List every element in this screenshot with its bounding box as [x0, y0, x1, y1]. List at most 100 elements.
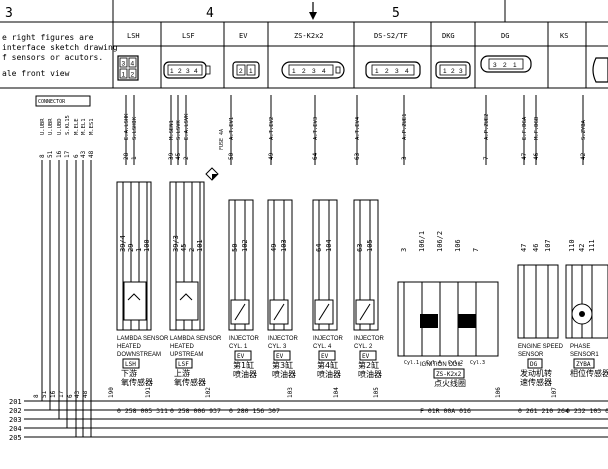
signal-pin-28: 28 [123, 152, 130, 160]
comp-title-line: CYL. 3 [268, 344, 287, 350]
pictogram-DS: 1 2 3 4 [365, 61, 421, 79]
signal-pin-1: 1 [131, 156, 138, 160]
component-frame [565, 264, 608, 339]
signal-m-sen1: M.SEN1 [169, 120, 175, 140]
ground-row-label-201: 201 [9, 398, 22, 406]
pin-DKG-1: 1 [443, 68, 447, 75]
bottom-pin-8: 8 [33, 394, 40, 398]
comp-title-line: INJECTOR [354, 336, 385, 342]
comp-pin-106/2: 106/2 [436, 231, 444, 252]
signal-pin-3: 3 [401, 156, 408, 160]
bottom-pin-48: 48 [82, 390, 89, 398]
pin-LSH-1: 1 [122, 72, 126, 79]
fuse-label: FUSE 4A [219, 129, 225, 150]
comp-pin-107: 107 [544, 239, 552, 252]
comp-cn-line: 喷油器 [272, 369, 296, 379]
comp-code: ZS-K2x2 [436, 371, 462, 378]
zone-marker-arrow [309, 2, 317, 20]
pin-LSF-3: 3 [186, 68, 190, 75]
comp-title-line: DOWNSTREAM [117, 352, 161, 358]
ground-pin-104: 104 [333, 387, 340, 398]
bottom-pin-16: 16 [50, 390, 57, 398]
comp-cn-line: 第2缸 [358, 360, 379, 370]
pin-ZS-3: 3 [312, 68, 316, 75]
comp-part-number: 0 232 103 05 [566, 407, 608, 415]
signal-pin-16: 16 [56, 150, 63, 158]
code-LSF: LSF [182, 32, 195, 40]
comp-part-number: F 01R 00A 016 [420, 407, 471, 415]
comp-cn-line: 第3缸 [272, 360, 293, 370]
pin-DS-4: 4 [405, 68, 409, 75]
code-EV: EV [239, 32, 248, 40]
comp-cn-line: 第1缸 [233, 360, 254, 370]
component-frame [228, 199, 254, 331]
comp-code-box [273, 350, 291, 361]
comp-code-box [573, 358, 595, 369]
ground-row-label-205: 205 [9, 434, 22, 442]
pin-DG-1: 1 [513, 62, 517, 69]
note-line-1: e right figures are [2, 33, 94, 42]
pin-LSH-4: 4 [131, 61, 135, 68]
coil-cyl-label: Cyl.3 [470, 360, 485, 366]
comp-cn-line: 下游 [121, 368, 137, 378]
coil-core-right [458, 314, 476, 328]
comp-pin-106/1: 106/1 [418, 231, 426, 252]
comp-title-line: LAMBDA SENSOR [170, 336, 222, 342]
pin-EV-1: 1 [249, 68, 253, 75]
signal-pin-64: 64 [312, 152, 319, 160]
component-frame [116, 181, 152, 331]
ground-pin-102: 102 [205, 387, 212, 398]
comp-pin-7: 7 [472, 248, 480, 252]
comp-code: DG [530, 361, 538, 368]
bottom-pin-17: 17 [58, 390, 65, 398]
component-frame [353, 199, 379, 331]
comp-pin-111: 111 [588, 239, 596, 252]
comp-pin-47: 47 [520, 244, 528, 252]
signal-labels: U.UBR88U.UBR5151U.UBD1616S.KL151717M.ELE… [33, 113, 587, 398]
signal-pin-48: 48 [88, 150, 95, 158]
comp-code: EV [237, 353, 245, 360]
comp-cn-line: 发动机转 [520, 368, 552, 378]
signal-m.es1: M.ES1 [89, 118, 95, 135]
comp-title-line: CYL. 4 [313, 344, 332, 350]
zone-number-4: 4 [206, 6, 214, 21]
comp-pin-42: 42 [578, 244, 586, 252]
comp-cn-line: 上游 [174, 368, 190, 378]
signal-a-t-ev3: A.T.EV3 [313, 117, 319, 140]
signal-m.el1: M.EL1 [81, 118, 87, 135]
signal-a-p-zue1: A.P.ZUE1 [402, 114, 408, 141]
pin-DS-1: 1 [375, 68, 379, 75]
component-frame [169, 181, 205, 331]
pin-DG-2: 2 [503, 62, 507, 69]
signal-pin-2: 2 [183, 156, 190, 160]
component-frame [312, 199, 338, 331]
note-line-2: interface sketch drawing [2, 43, 118, 52]
comp-code: LSF [178, 361, 189, 368]
comp-cn-line: 喷油器 [233, 369, 257, 379]
signal-pin-50: 50 [228, 152, 235, 160]
coil-core-left [420, 314, 438, 328]
comp-title-line: PHASE [570, 344, 590, 350]
comp-cn-line: 氧传感器 [121, 377, 153, 387]
lambda-sensor-symbol [123, 281, 147, 321]
coil-cyl-label: Cyl.2 [448, 360, 463, 366]
comp-title-line: LAMBDA SENSOR [117, 336, 169, 342]
comp-code-box [527, 358, 543, 369]
comp-part-number: 0 258 006 937 [170, 407, 221, 415]
comp-pin-3: 3 [400, 248, 408, 252]
component-0: 39/4291100LAMBDA SENSORHEATEDDOWNSTREAML… [116, 181, 169, 415]
comp-code-box [175, 358, 193, 369]
ground-pin-190: 190 [108, 387, 115, 398]
note-text: e right figures are interface sketch dra… [2, 33, 118, 78]
comp-code-box [359, 350, 377, 361]
comp-pin-46: 46 [532, 244, 540, 252]
fuse-marker: FUSE 4A [205, 129, 225, 181]
bottom-pin-51: 51 [41, 390, 48, 398]
note-line-3: f sensors or acutors. [2, 53, 103, 62]
comp-cn-line: 速传感器 [520, 377, 552, 387]
signal-u.ubr: U.UBR [40, 118, 46, 135]
